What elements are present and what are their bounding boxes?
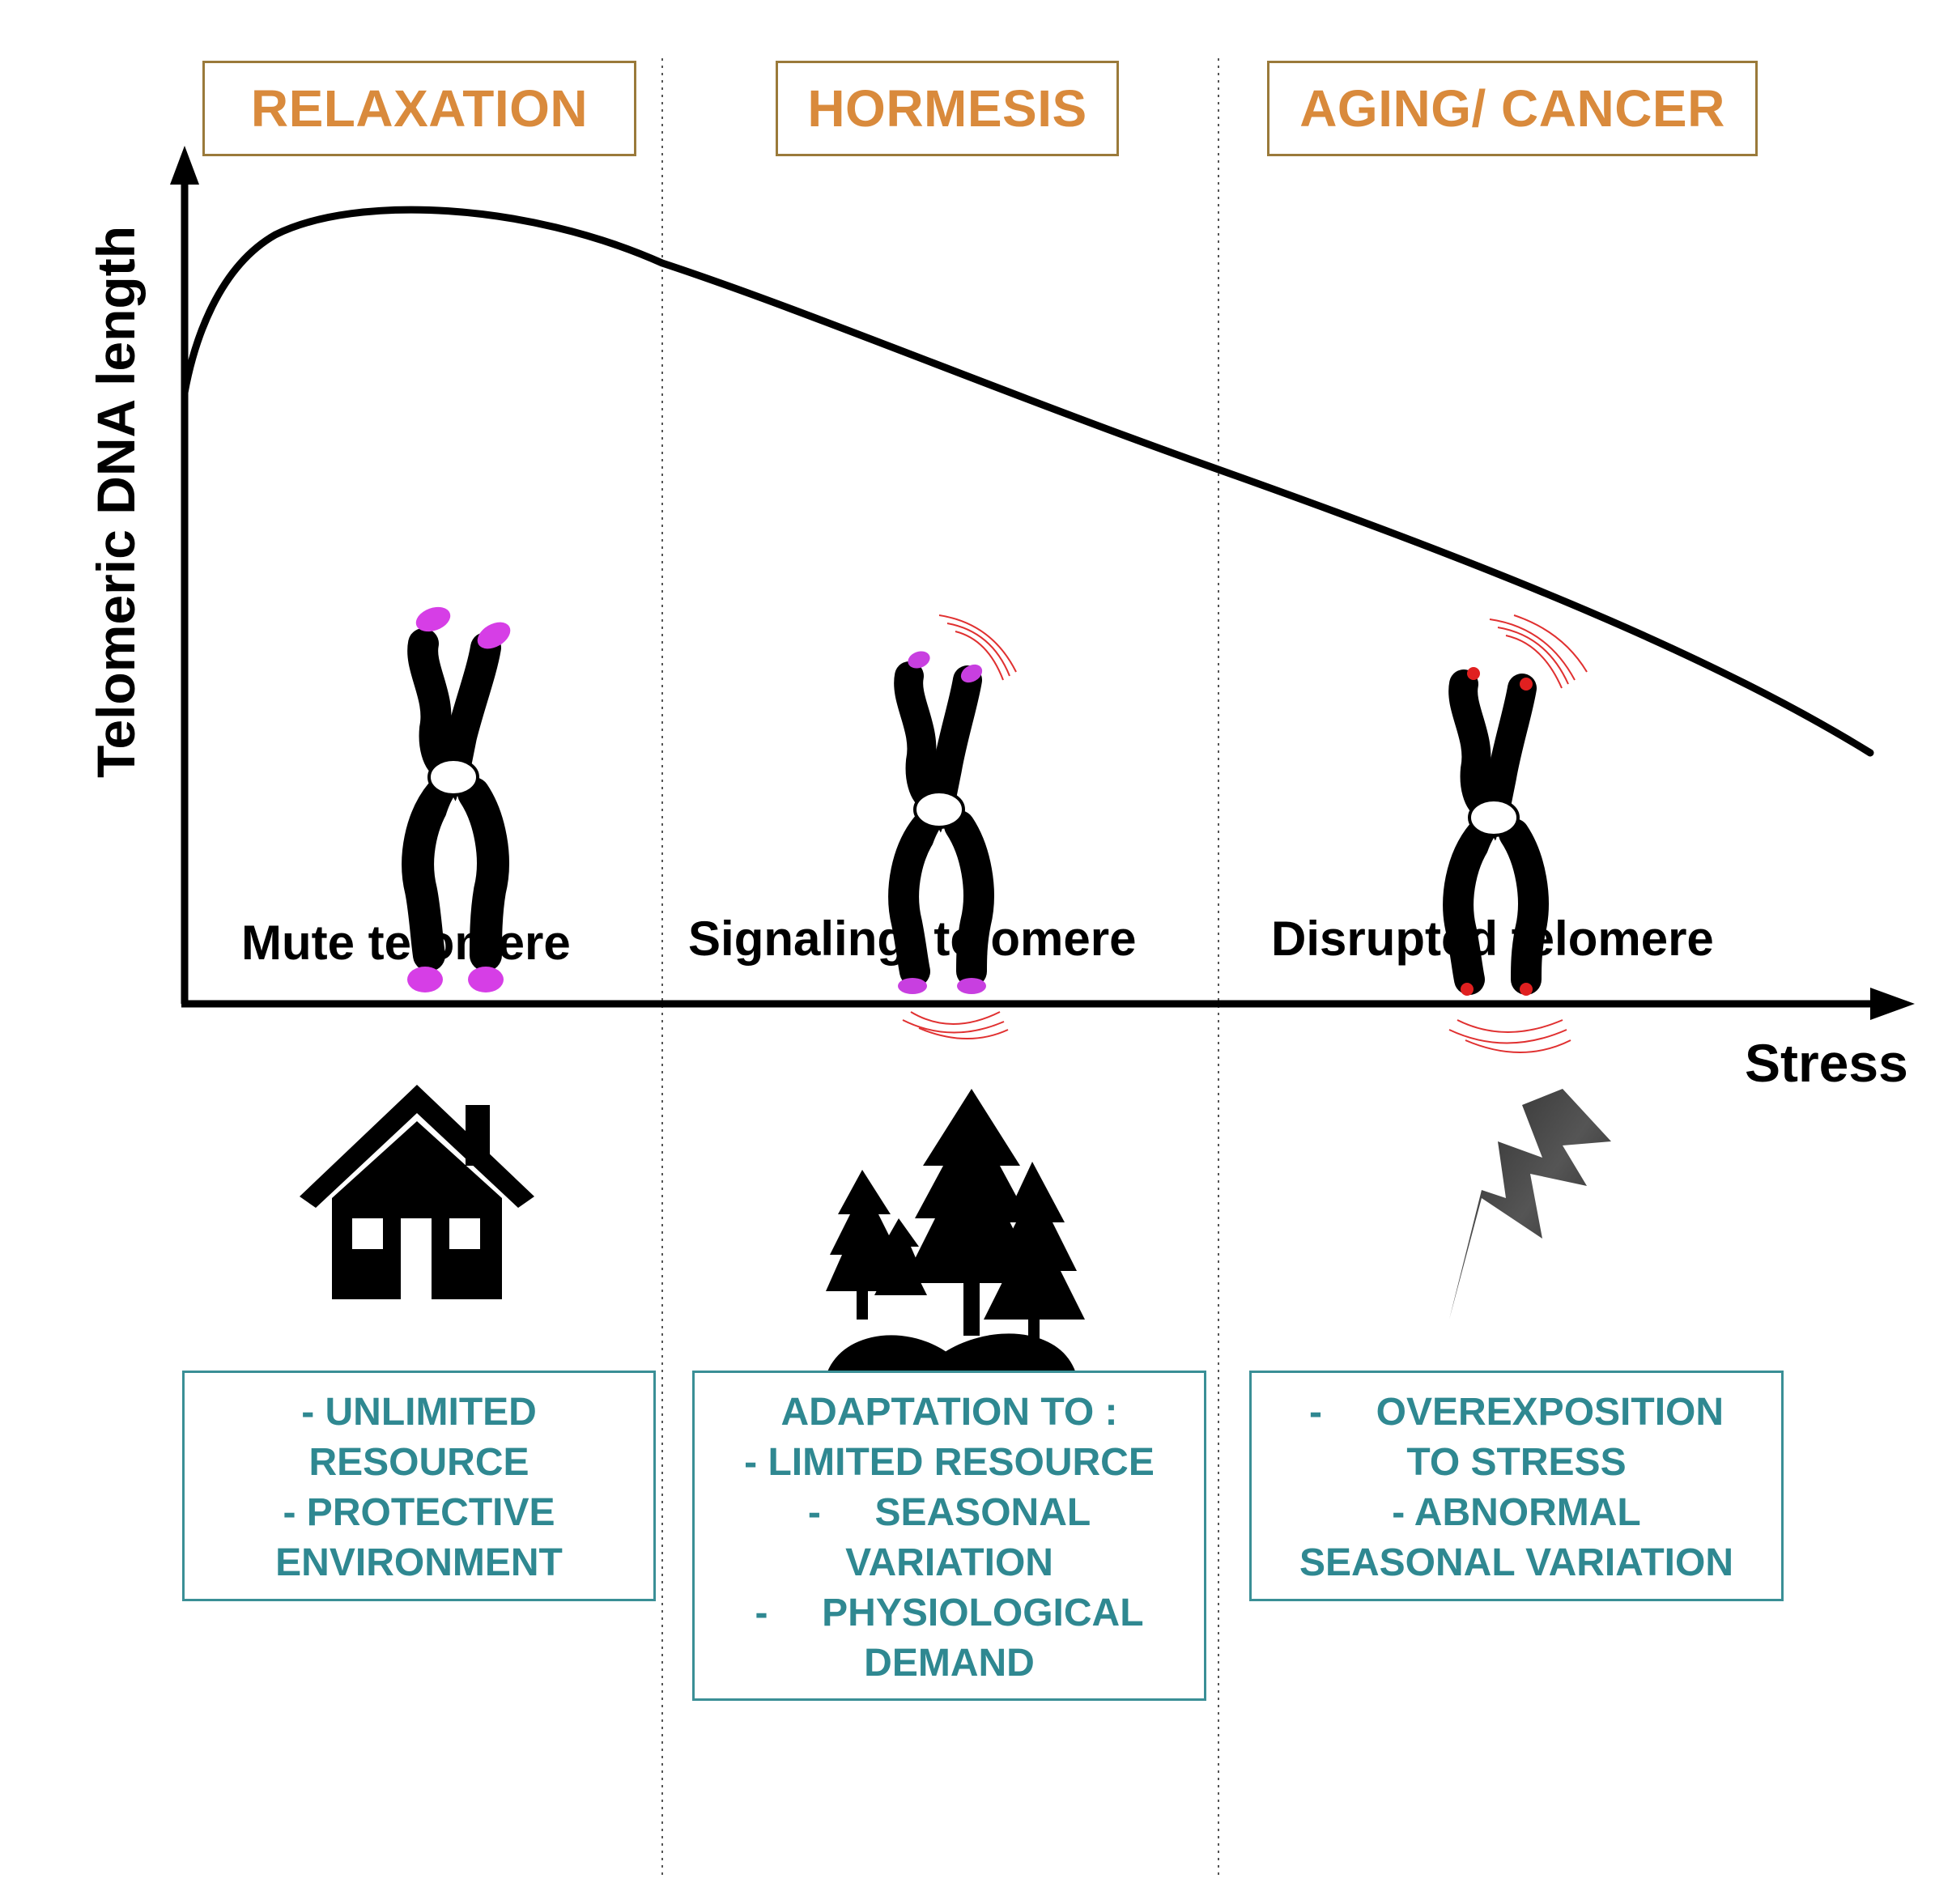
lightning-icon [1449,1089,1611,1320]
info-line: ENVIRONMENT [275,1541,563,1584]
telomere-tip [1520,983,1533,996]
stress-lines [1448,614,1588,1053]
chromosome-signaling [888,614,1017,1039]
info-box-aging-cancer: - OVEREXPOSITION TO STRESS - ABNORMAL SE… [1249,1371,1784,1601]
telomere-label-disrupted: Disrupted telomere [1271,912,1714,966]
info-line: - PROTECTIVE [283,1491,555,1534]
info-box-hormesis: ADAPTATION TO : - LIMITED RESOURCE - SEA… [692,1371,1206,1701]
chromosome-disrupted [1443,614,1588,1053]
phase-title-hormesis: HORMESIS [807,79,1087,138]
forest-icon [826,1089,1085,1376]
telomere-tip [957,978,986,994]
phase-box-hormesis: HORMESIS [776,61,1119,156]
x-axis-label: Stress [1745,1033,1908,1093]
telomere-tip [407,967,443,992]
info-line: - PHYSIOLOGICAL [755,1592,1144,1634]
telomere-tip [468,967,504,992]
telomere-tip [477,622,511,649]
telomere-tip [1467,667,1480,680]
info-line: VARIATION [845,1541,1053,1584]
info-line: - UNLIMITED [301,1391,537,1434]
info-box-relaxation: - UNLIMITED RESOURCE - PROTECTIVE ENVIRO… [182,1371,656,1601]
info-line: - ABNORMAL [1392,1491,1641,1534]
phase-title-relaxation: RELAXATION [250,79,589,138]
house-icon [300,1085,534,1299]
chromosome-mute [402,606,511,992]
phase-box-relaxation: RELAXATION [202,61,636,156]
telomere-label-mute: Mute telomere [241,916,571,970]
info-line: - OVEREXPOSITION [1308,1391,1724,1434]
telomere-tip [898,978,927,994]
info-line: - SEASONAL [807,1491,1091,1534]
y-axis-arrowhead [170,146,199,185]
phase-title-aging-cancer: AGING/ CANCER [1299,79,1725,138]
info-line: TO STRESS [1406,1441,1627,1484]
telomere-label-signaling: Signaling telomere [688,912,1137,966]
telomere-tip [1520,678,1533,691]
info-line: SEASONAL VARIATION [1299,1541,1734,1584]
x-axis-arrowhead [1870,988,1915,1020]
info-line: - LIMITED RESOURCE [744,1441,1155,1484]
phase-box-aging-cancer: AGING/ CANCER [1267,61,1758,156]
telomere-tip [1461,983,1474,996]
info-line: ADAPTATION TO : [780,1391,1118,1434]
info-line: DEMAND [864,1642,1035,1685]
telomere-tip [960,664,983,683]
telomere-tip [415,606,451,632]
telomere-length-curve [181,206,1874,757]
telomere-tip [908,651,930,669]
stress-lines [902,614,1017,1039]
y-axis-label: Telomeric DNA length [86,225,146,779]
info-line: RESOURCE [308,1441,529,1484]
